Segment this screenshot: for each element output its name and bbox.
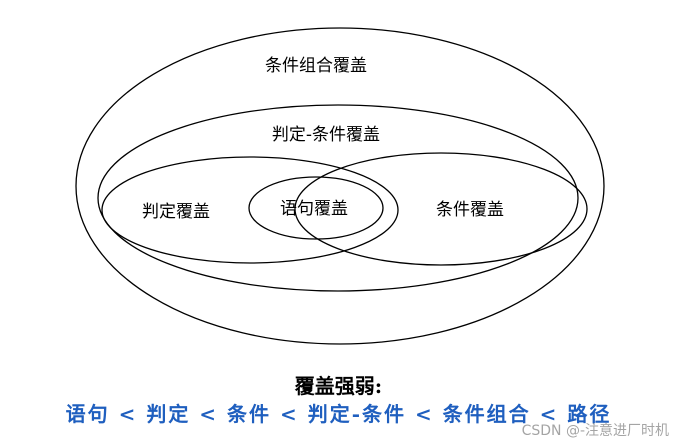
condition-ellipse	[294, 152, 588, 266]
label-decision: 判定覆盖	[142, 202, 210, 222]
csdn-watermark: CSDN @-注意进厂时机	[521, 423, 669, 439]
coverage-venn-diagram: 条件组合覆盖 判定-条件覆盖 判定覆盖 语句覆盖 条件覆盖	[75, 27, 605, 345]
statement-ellipse	[248, 176, 384, 240]
coverage-strength-title: 覆盖强弱:	[294, 374, 383, 398]
label-condition: 条件覆盖	[436, 200, 504, 220]
coverage-strength-order: 语句 < 判定 < 条件 < 判定-条件 < 条件组合 < 路径	[65, 402, 612, 426]
decision-condition-ellipse	[97, 104, 579, 292]
decision-ellipse	[101, 156, 399, 264]
condition-combination-ellipse	[75, 27, 605, 345]
label-decision-condition: 判定-条件覆盖	[272, 125, 380, 145]
label-statement: 语句覆盖	[280, 199, 348, 219]
label-condition-combination: 条件组合覆盖	[265, 56, 367, 76]
